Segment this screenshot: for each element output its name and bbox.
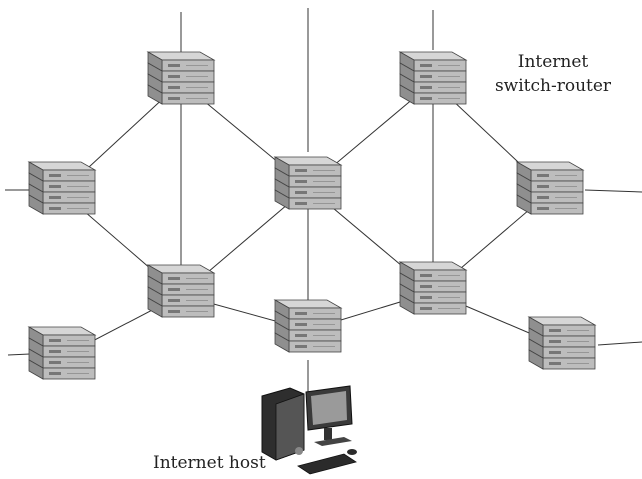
router-label: Internet switch-router [478, 50, 628, 98]
switch-router-icon [273, 156, 343, 210]
host-label: Internet host [153, 453, 266, 473]
router-label-line1: Internet [517, 52, 589, 72]
switch-router-icon [273, 299, 343, 353]
switch-router-icon [27, 161, 97, 215]
switch-router-icon [398, 51, 468, 105]
switch-router-icon [27, 326, 97, 380]
external-link [584, 189, 642, 193]
external-links-layer [5, 8, 642, 356]
switch-router-icon [515, 161, 585, 215]
switch-router-icon [398, 261, 468, 315]
external-link [597, 341, 642, 346]
switch-router-icon [146, 51, 216, 105]
routers-layer [27, 51, 597, 380]
switch-router-icon [527, 316, 597, 370]
router-label-line2: switch-router [494, 76, 612, 96]
internet-host [261, 360, 357, 475]
switch-router-icon [146, 264, 216, 318]
external-link [7, 353, 31, 356]
desktop-computer-icon [261, 385, 357, 475]
